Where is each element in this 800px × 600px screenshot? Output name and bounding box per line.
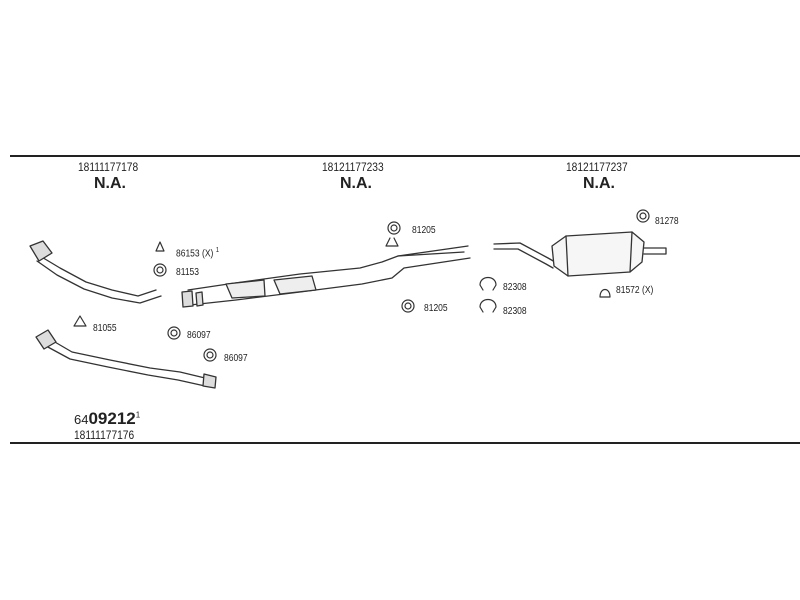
section-1-status: N.A. bbox=[94, 175, 126, 192]
ref-81055-label: 81055 bbox=[93, 323, 117, 334]
ref-86097-label-a: 86097 bbox=[187, 330, 211, 341]
rear-silencer bbox=[493, 231, 667, 277]
ref-81278-label: 81278 bbox=[655, 216, 679, 227]
front-pipe-upper bbox=[29, 240, 162, 304]
section-1-part-number: 18111177178 bbox=[78, 160, 139, 174]
fittings bbox=[73, 209, 650, 362]
ref-82308-label-b: 82308 bbox=[503, 306, 527, 317]
ref-81572-label: 81572 (X) bbox=[616, 285, 654, 296]
ref-82308-label-a: 82308 bbox=[503, 282, 527, 293]
ref-86153-mark: 1 bbox=[215, 247, 220, 254]
ref-81205-label-b: 81205 bbox=[424, 303, 448, 314]
section-3-part-number: 18121177237 bbox=[566, 160, 628, 174]
ref-86153-label: 86153 (X) 1 bbox=[176, 247, 220, 260]
kit-mark: 1 bbox=[135, 410, 141, 420]
ref-86097-label-b: 86097 bbox=[224, 353, 248, 364]
front-pipe-lower bbox=[35, 329, 217, 389]
kit-prefix: 64 bbox=[74, 412, 89, 427]
bottom-rule bbox=[10, 442, 800, 444]
section-3-status: N.A. bbox=[583, 175, 615, 192]
section-2-status: N.A. bbox=[340, 175, 372, 192]
middle-silencer-pipe bbox=[181, 245, 471, 308]
ref-81205-label-a: 81205 bbox=[412, 225, 436, 236]
section-2-part-number: 18121177233 bbox=[322, 160, 384, 174]
ref-81153-label: 81153 bbox=[176, 267, 200, 278]
kit-main: 09212 bbox=[88, 409, 136, 428]
kit-number: 64092121 bbox=[74, 409, 140, 429]
top-rule bbox=[10, 155, 800, 157]
kit-part-number: 18111177176 bbox=[74, 428, 135, 442]
